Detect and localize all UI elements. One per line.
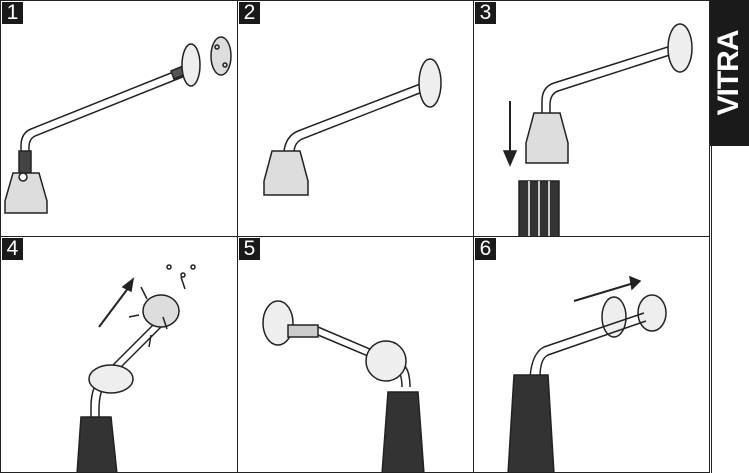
step-number: 4 [2, 238, 23, 260]
step-1-illustration [4, 36, 232, 214]
divider [711, 146, 712, 473]
step-number: 3 [475, 2, 496, 24]
step-number: 6 [475, 238, 496, 260]
brand-logo-text: VITRA [712, 30, 745, 116]
step-panel-5: 5 [237, 236, 474, 473]
step-panel-1: 1 [0, 0, 238, 237]
step-3-illustration [502, 23, 693, 236]
step-panel-6: 6 [473, 236, 710, 473]
step-number: 5 [239, 238, 260, 260]
step-panel-3: 3 [473, 0, 710, 237]
step-5-illustration [262, 300, 425, 472]
step-6-illustration [507, 275, 667, 472]
step-panel-4: 4 [0, 236, 238, 473]
step-panel-2: 2 [237, 0, 474, 237]
step-number: 1 [2, 2, 23, 24]
step-2-illustration [263, 58, 442, 196]
brand-logo: VITRA [709, 0, 749, 146]
step-number: 2 [239, 2, 260, 24]
step-4-illustration [76, 264, 196, 472]
